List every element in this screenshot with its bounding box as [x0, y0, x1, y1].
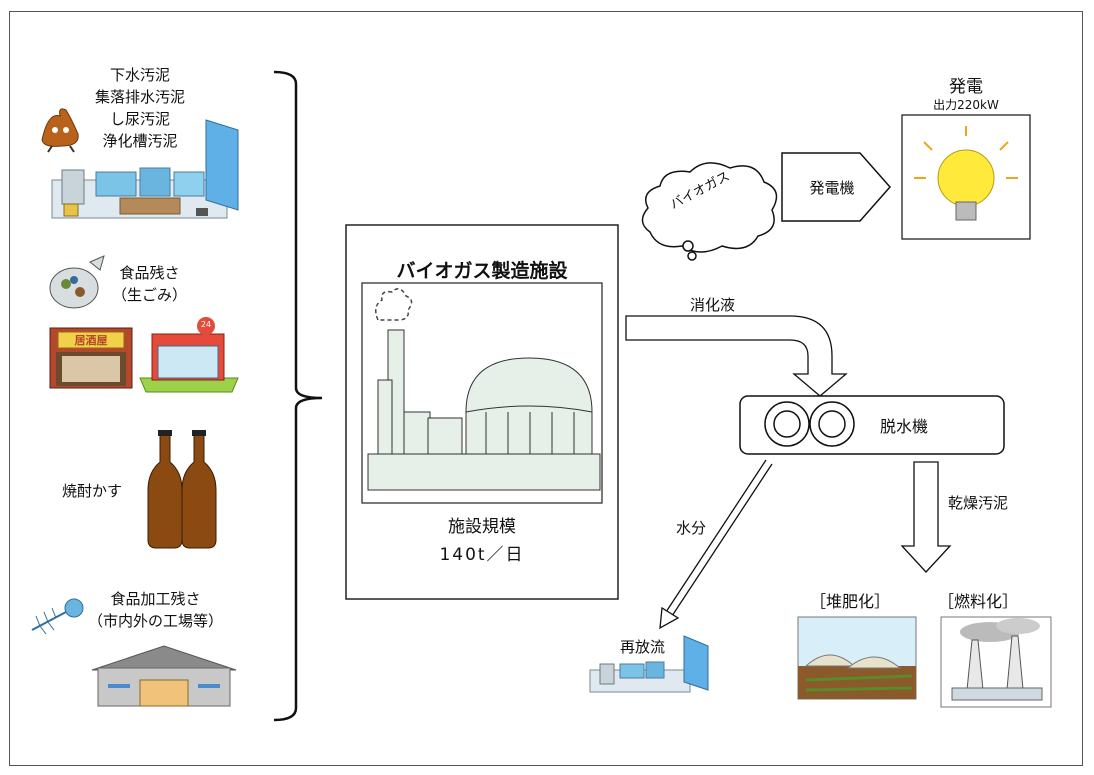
- fish-bone-icon: [31, 598, 84, 635]
- diagram-frame: [9, 11, 1083, 766]
- fuel-label: ［燃料化］: [938, 592, 1019, 611]
- sludge-line-1: 下水汚泥: [110, 66, 171, 84]
- izakaya-sign: 居酒屋: [74, 334, 108, 347]
- sewage-plant-illustration: [51, 119, 239, 219]
- factory-illustration: [91, 645, 237, 707]
- facility-scale-value: 140t／日: [439, 545, 525, 565]
- store-badge: 24: [200, 320, 212, 329]
- dried-sludge-arrow: [900, 461, 952, 573]
- generator-label: 発電機: [809, 179, 855, 197]
- power-title: 発電: [949, 77, 983, 97]
- food-waste-line-1: 食品残さ: [119, 264, 180, 282]
- sludge-sources-label: 下水汚泥 集落排水汚泥 し尿汚泥 浄化槽汚泥: [95, 64, 185, 152]
- facility-plant-illustration: [367, 288, 601, 491]
- light-bulb-icon: [914, 126, 1018, 221]
- facility-title: バイオガス製造施設: [396, 260, 568, 282]
- sludge-line-3: し尿汚泥: [110, 110, 171, 128]
- sludge-character-icon: [41, 108, 79, 153]
- compost-label: ［堆肥化］: [810, 592, 891, 611]
- izakaya-shop-illustration: [49, 327, 133, 389]
- food-waste-label: 食品残さ （生ごみ）: [112, 262, 187, 306]
- food-processing-line-2: （市内外の工場等）: [88, 612, 224, 630]
- convenience-store-illustration: [139, 317, 239, 393]
- compost-farm-illustration: [797, 616, 917, 700]
- biogas-cloud: [641, 162, 778, 253]
- shochu-label: 焼酎かす: [62, 482, 123, 500]
- food-processing-line-1: 食品加工残さ: [110, 590, 201, 608]
- dehydrator-box: [739, 395, 1005, 455]
- discharge-label: 再放流: [620, 638, 666, 656]
- shochu-bottles-illustration: [147, 430, 217, 549]
- facility-scale-label: 施設規模: [448, 517, 516, 537]
- water-arrow: [659, 459, 773, 630]
- dried-sludge-label: 乾燥汚泥: [948, 494, 1009, 512]
- food-waste-line-2: （生ごみ）: [112, 286, 188, 304]
- garbage-bag-icon: [49, 255, 105, 309]
- sources-bracket: [273, 70, 323, 722]
- food-processing-label: 食品加工残さ （市内外の工場等）: [88, 588, 223, 632]
- small-sewage-plant-illustration: [589, 635, 709, 693]
- dehydrator-label: 脱水機: [880, 417, 929, 436]
- digestate-label: 消化液: [690, 296, 736, 314]
- power-output: 出力220kW: [933, 98, 999, 112]
- sludge-line-2: 集落排水汚泥: [95, 88, 186, 106]
- power-plant-illustration: [940, 616, 1052, 708]
- water-label: 水分: [676, 519, 707, 537]
- sludge-line-4: 浄化槽汚泥: [102, 132, 178, 150]
- digestate-arrow: [625, 315, 848, 397]
- generator-arrow: [781, 152, 892, 222]
